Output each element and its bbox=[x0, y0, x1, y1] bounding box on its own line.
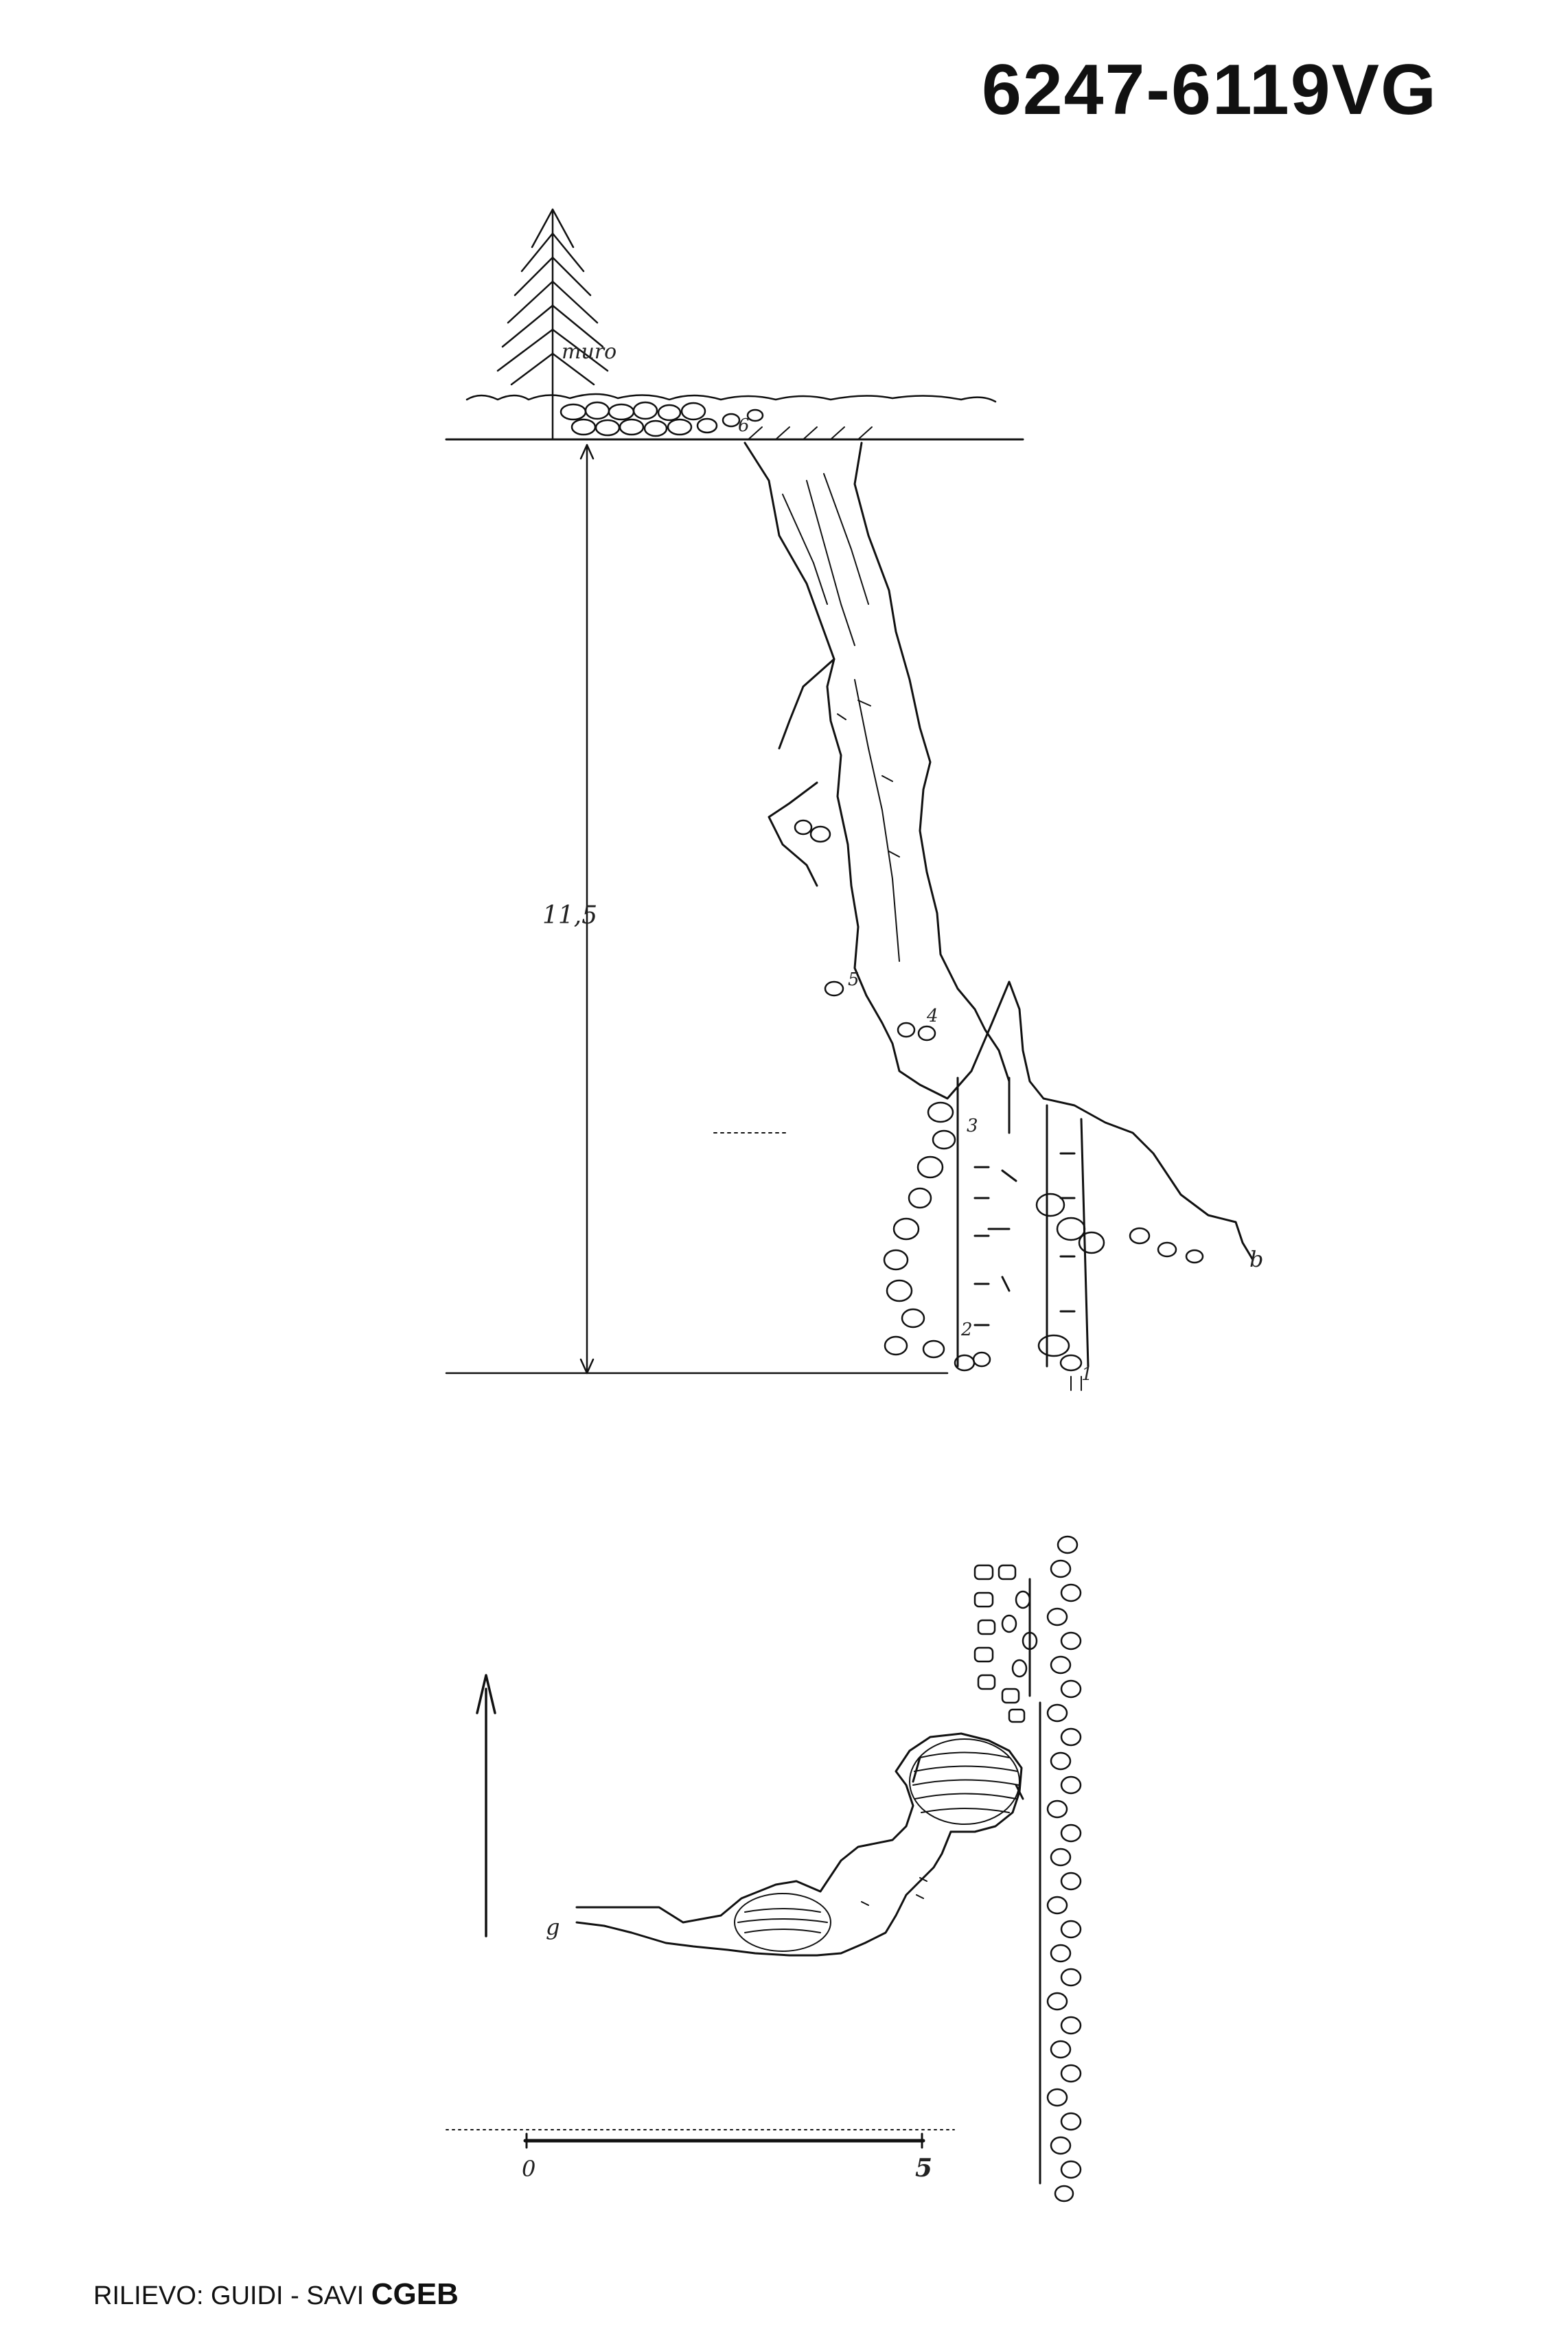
scale-start-label: 0 bbox=[522, 2156, 535, 2182]
tree-icon bbox=[496, 208, 609, 441]
plan-boundary-line bbox=[1028, 1578, 1041, 2185]
survey-point-6: 6 bbox=[738, 415, 750, 436]
cave-cadastral-code: 6247-6119VG bbox=[982, 50, 1438, 130]
survey-credit: RILIEVO: GUIDI - SAVI CGEB bbox=[93, 2277, 459, 2312]
ground-surface bbox=[445, 393, 1024, 441]
cave-shaft-outline bbox=[743, 441, 1254, 1261]
plan-end-label: g bbox=[546, 1914, 560, 1940]
lower-chamber-boulders bbox=[794, 819, 1204, 1372]
scale-end-label: 5 bbox=[915, 2154, 932, 2183]
organization: CGEB bbox=[371, 2277, 459, 2311]
depth-label: 11,5 bbox=[542, 901, 597, 930]
surveyors: RILIEVO: GUIDI - SAVI bbox=[93, 2281, 365, 2310]
survey-point-5: 5 bbox=[848, 969, 860, 990]
plan-pit-hatching bbox=[734, 1738, 1020, 1952]
wall-label: muro bbox=[562, 340, 616, 364]
lower-chamber bbox=[956, 1077, 1089, 1368]
section-end-label: b bbox=[1249, 1246, 1263, 1272]
ground-hatching bbox=[748, 426, 873, 440]
depth-dimension bbox=[445, 444, 1082, 1391]
wall-stones bbox=[560, 401, 764, 437]
shaft-wall-marks bbox=[782, 473, 900, 962]
survey-point-2: 2 bbox=[960, 1320, 973, 1340]
survey-point-4: 4 bbox=[926, 1006, 938, 1026]
plan-wall-stones bbox=[973, 1535, 1082, 2202]
survey-point-3: 3 bbox=[967, 1116, 978, 1136]
survey-point-1: 1 bbox=[1081, 1364, 1093, 1385]
scale-bar bbox=[446, 2129, 955, 2149]
north-arrow bbox=[476, 1674, 496, 1937]
